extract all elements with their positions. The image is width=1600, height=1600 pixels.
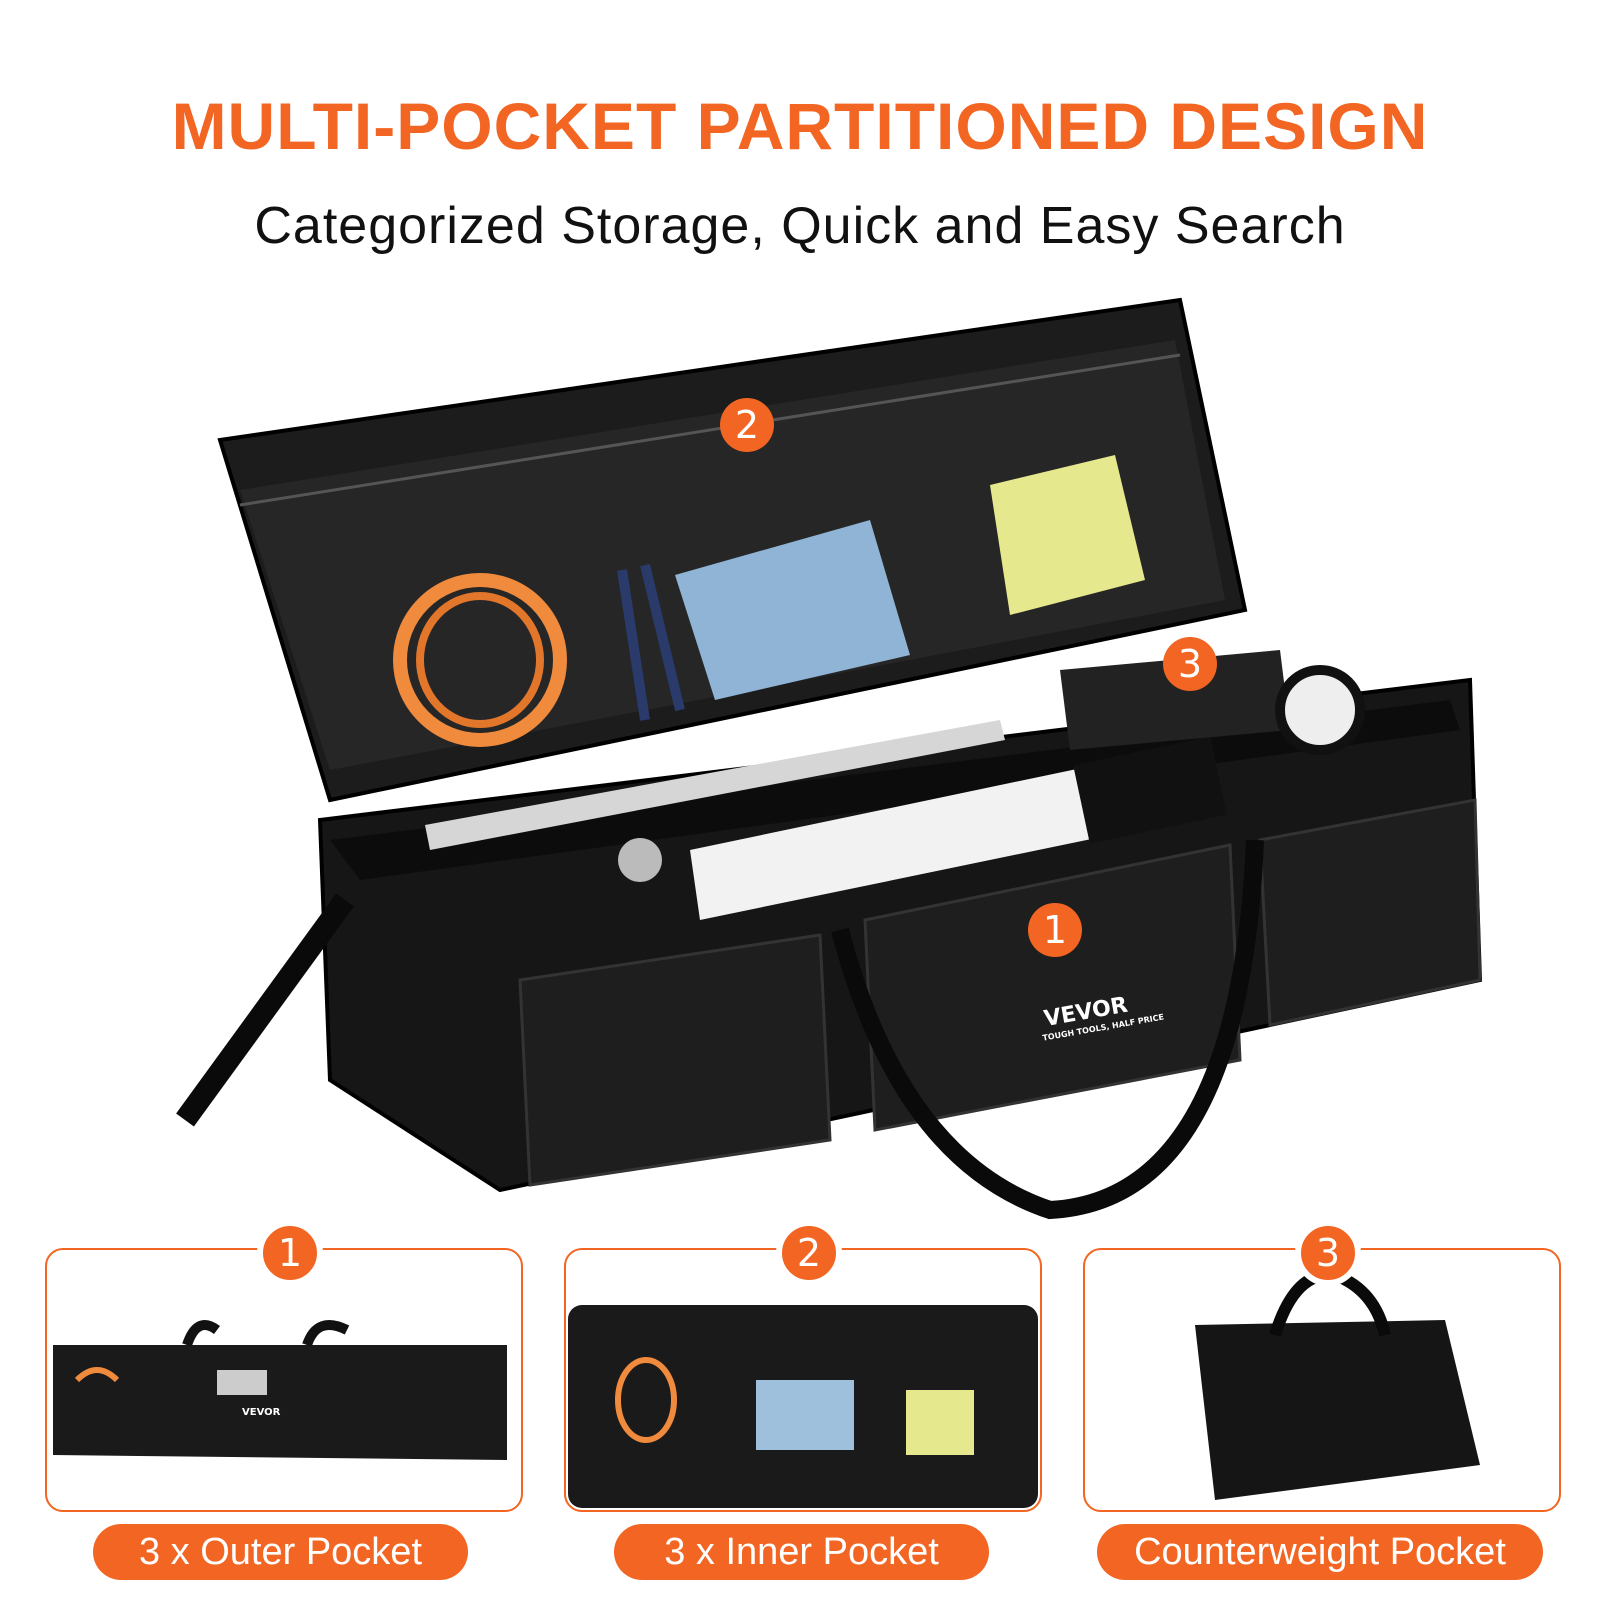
outer-pocket-right [1258, 798, 1482, 1027]
hero-marker-3: 3 [1163, 637, 1217, 691]
hero-bag-image: VEVOR TOUGH TOOLS, HALF PRICE 2 3 1 [0, 280, 1600, 1240]
panel-number-3: 3 [1295, 1220, 1361, 1286]
blue-cloth [675, 520, 910, 700]
panel-inner-pocket: 2 [564, 1220, 1042, 1512]
label-counterweight-pocket: Counterweight Pocket [1097, 1524, 1543, 1580]
page-title: MULTI-POCKET PARTITIONED DESIGN [171, 89, 1429, 163]
carry-handle [831, 839, 1264, 1220]
lid-mesh [240, 340, 1225, 770]
panel-number-1: 1 [257, 1220, 323, 1286]
shoulder-strap [176, 893, 354, 1127]
outer-pocket-center [863, 843, 1242, 1132]
hero-marker-1: 1 [1028, 903, 1082, 957]
orange-cable [393, 573, 567, 747]
panel-number-2: 2 [776, 1220, 842, 1286]
panel-vevor-logo: VEVOR [242, 1407, 281, 1418]
panel-outer-pocket: VEVOR 1 [45, 1220, 523, 1512]
label-outer-pocket: 3 x Outer Pocket [93, 1524, 468, 1580]
tripod-rod [425, 720, 1005, 850]
panel-counterweight-pocket: 3 [1083, 1220, 1561, 1512]
telescope-tube [690, 760, 1135, 920]
page-subtitle: Categorized Storage, Quick and Easy Sear… [254, 197, 1346, 255]
outer-pocket-left [518, 933, 832, 1187]
yellow-cloth [990, 455, 1145, 615]
label-inner-pocket: 3 x Inner Pocket [614, 1524, 989, 1580]
hero-marker-2: 2 [720, 398, 774, 452]
